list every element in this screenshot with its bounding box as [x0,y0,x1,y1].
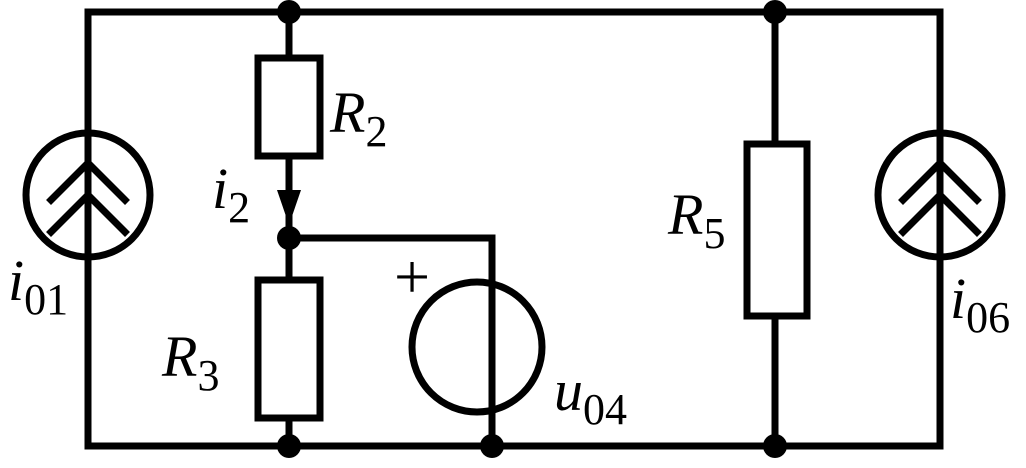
voltage-source-u04 [408,278,546,416]
junctions [277,0,787,458]
junction-dot [277,226,301,250]
current-arrow-i2 [277,190,301,225]
label-r2: R2 [329,80,387,156]
label-i06: i06 [950,266,1010,342]
current-source-i01 [22,129,154,261]
label-r5: R5 [667,182,725,258]
junction-dot [480,434,504,458]
junction-dot [277,434,301,458]
resistor-r2 [254,54,324,160]
junction-dot [763,0,787,24]
label-i2: i2 [212,156,250,232]
junction-dot [763,434,787,458]
label-u04: u04 [554,358,627,434]
junction-dot [277,0,301,24]
resistor-r3 [254,276,324,422]
wires [84,8,944,450]
label-r3: R3 [161,324,219,400]
polarity-plus: + [394,241,430,312]
current-source-i06 [874,129,1006,261]
resistor-r5 [743,140,811,320]
label-i01: i01 [8,248,68,324]
